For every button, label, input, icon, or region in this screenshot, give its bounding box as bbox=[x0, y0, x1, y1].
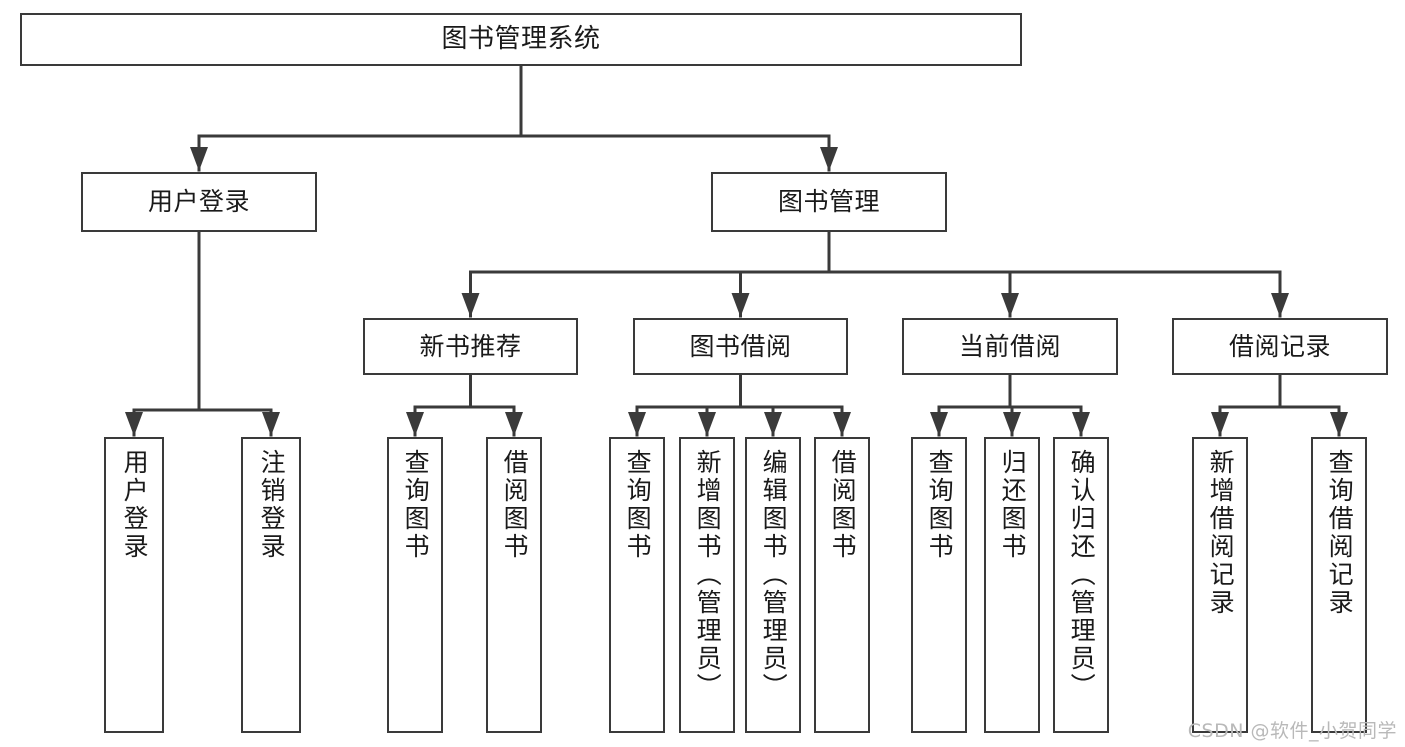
node-user-login-leaf: 用户登录 bbox=[104, 437, 164, 733]
node-borrow-book-borrow-label: 借阅图书 bbox=[828, 449, 858, 561]
node-current-borrow: 当前借阅 bbox=[902, 318, 1118, 375]
node-book-manage: 图书管理 bbox=[711, 172, 947, 232]
node-user-login: 用户登录 bbox=[81, 172, 317, 232]
node-borrow-book-recommend: 借阅图书 bbox=[486, 437, 542, 733]
node-query-book-current-label: 查询图书 bbox=[925, 449, 955, 561]
node-query-book-borrow: 查询图书 bbox=[609, 437, 665, 733]
node-book-borrow-label: 图书借阅 bbox=[689, 331, 792, 361]
node-current-borrow-label: 当前借阅 bbox=[958, 331, 1061, 361]
node-edit-book-admin: 编辑图书（管理员） bbox=[745, 437, 801, 733]
node-add-book-admin-label: 新增图书（管理员） bbox=[693, 449, 723, 701]
node-return-book-label: 归还图书 bbox=[998, 449, 1028, 561]
node-query-book-recommend: 查询图书 bbox=[387, 437, 443, 733]
node-root: 图书管理系统 bbox=[20, 13, 1022, 66]
node-confirm-return-admin: 确认归还（管理员） bbox=[1053, 437, 1109, 733]
node-edit-book-admin-label: 编辑图书（管理员） bbox=[759, 449, 789, 701]
node-add-borrow-record: 新增借阅记录 bbox=[1192, 437, 1248, 733]
node-query-book-borrow-label: 查询图书 bbox=[623, 449, 653, 561]
node-user-login-leaf-label: 用户登录 bbox=[120, 449, 150, 561]
csdn-watermark: CSDN @软件_小贺同学 bbox=[1187, 720, 1397, 742]
node-user-logout-leaf-label: 注销登录 bbox=[257, 449, 287, 561]
node-borrow-record-label: 借阅记录 bbox=[1228, 331, 1331, 361]
node-new-book-recommend: 新书推荐 bbox=[363, 318, 578, 375]
node-root-label: 图书管理系统 bbox=[441, 24, 601, 55]
node-user-login-label: 用户登录 bbox=[147, 187, 250, 217]
node-return-book: 归还图书 bbox=[984, 437, 1040, 733]
node-borrow-book-borrow: 借阅图书 bbox=[814, 437, 870, 733]
node-borrow-record: 借阅记录 bbox=[1172, 318, 1388, 375]
node-user-logout-leaf: 注销登录 bbox=[241, 437, 301, 733]
node-confirm-return-admin-label: 确认归还（管理员） bbox=[1067, 449, 1097, 701]
node-book-borrow: 图书借阅 bbox=[633, 318, 848, 375]
node-query-book-recommend-label: 查询图书 bbox=[401, 449, 431, 561]
node-add-borrow-record-label: 新增借阅记录 bbox=[1206, 449, 1236, 617]
node-add-book-admin: 新增图书（管理员） bbox=[679, 437, 735, 733]
node-query-borrow-record-label: 查询借阅记录 bbox=[1325, 449, 1355, 617]
node-query-book-current: 查询图书 bbox=[911, 437, 967, 733]
node-borrow-book-recommend-label: 借阅图书 bbox=[500, 449, 530, 561]
node-new-book-recommend-label: 新书推荐 bbox=[419, 331, 522, 361]
node-book-manage-label: 图书管理 bbox=[777, 187, 880, 217]
node-query-borrow-record: 查询借阅记录 bbox=[1311, 437, 1367, 733]
